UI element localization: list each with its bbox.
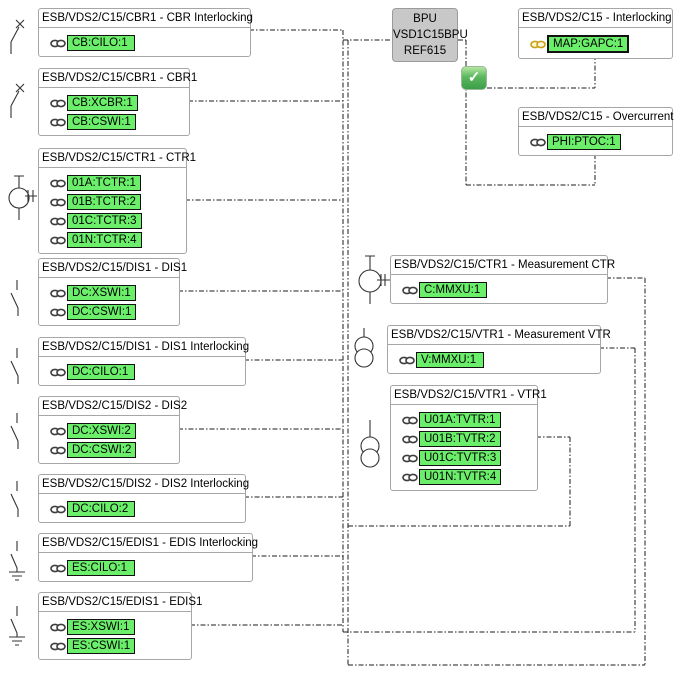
link-icon xyxy=(402,416,418,424)
function-box-title: ESB/VDS2/C15/VTR1 - Measurement VTR xyxy=(388,326,611,345)
device-product: REF615 xyxy=(403,45,447,57)
function-box-measurement-ctr[interactable]: ESB/VDS2/C15/CTR1 - Measurement CTR C:MM… xyxy=(390,255,615,304)
link-icon xyxy=(399,356,415,364)
link-icon xyxy=(402,473,418,481)
function-box-dis1-interlocking[interactable]: ESB/VDS2/C15/DIS1 - DIS1 Interlocking DC… xyxy=(38,337,249,386)
link-icon xyxy=(402,435,418,443)
logical-node-chip[interactable]: U01C:TVTR:3 xyxy=(419,450,502,466)
circuit-breaker-icon xyxy=(10,19,25,54)
function-box-overcurrent[interactable]: ESB/VDS2/C15 - Overcurrent PHI:PTOC:1 xyxy=(518,107,673,156)
function-box-title: ESB/VDS2/C15/CTR1 - Measurement CTR xyxy=(391,256,615,275)
function-box-title: ESB/VDS2/C15/EDIS1 - EDIS1 xyxy=(39,593,202,612)
circuit-breaker-icon xyxy=(10,83,25,118)
function-box-edis-interlocking[interactable]: ESB/VDS2/C15/EDIS1 - EDIS Interlocking E… xyxy=(38,533,258,582)
link-icon xyxy=(402,286,418,294)
function-box-cbr-interlocking[interactable]: ESB/VDS2/C15/CBR1 - CBR Interlocking CB:… xyxy=(38,8,253,57)
logical-node-chip[interactable]: 01B:TCTR:2 xyxy=(67,194,141,210)
disconnector-icon xyxy=(10,481,19,517)
logical-node-chip[interactable]: DC:XSWI:2 xyxy=(67,423,136,439)
disconnector-icon xyxy=(10,413,19,449)
logical-node-chip[interactable]: 01A:TCTR:1 xyxy=(67,175,141,191)
check-icon: ✓ xyxy=(461,66,487,90)
logical-node-chip[interactable]: PHI:PTOC:1 xyxy=(547,134,621,150)
link-icon xyxy=(50,99,66,107)
function-box-edis1[interactable]: ESB/VDS2/C15/EDIS1 - EDIS1 ES:XSWI:1 ES:… xyxy=(38,592,202,660)
logical-node-chip[interactable]: DC:CSWI:1 xyxy=(67,304,137,320)
link-icon xyxy=(50,217,66,225)
function-box-title: ESB/VDS2/C15/VTR1 - VTR1 xyxy=(391,386,547,405)
logical-node-chip[interactable]: MAP:GAPC:1 xyxy=(547,35,630,53)
function-box-dis2-interlocking[interactable]: ESB/VDS2/C15/DIS2 - DIS2 Interlocking DC… xyxy=(38,474,249,523)
function-box-cbr1[interactable]: ESB/VDS2/C15/CBR1 - CBR1 CB:XCBR:1 CB:CS… xyxy=(38,68,197,136)
logical-node-chip[interactable]: C:MMXU:1 xyxy=(419,282,487,298)
function-box-title: ESB/VDS2/C15/DIS2 - DIS2 xyxy=(39,397,187,416)
voltage-transformer-icon xyxy=(360,420,380,468)
logical-node-chip[interactable]: CB:CSWI:1 xyxy=(67,114,136,130)
disconnector-icon xyxy=(10,280,19,316)
earth-switch-icon xyxy=(9,541,25,581)
logical-node-chip[interactable]: CB:XCBR:1 xyxy=(67,95,138,111)
link-icon xyxy=(50,308,66,316)
link-icon xyxy=(50,564,66,572)
function-box-vtr1[interactable]: ESB/VDS2/C15/VTR1 - VTR1 U01A:TVTR:1 U01… xyxy=(390,385,547,491)
current-transformer-icon xyxy=(358,255,391,304)
link-icon xyxy=(50,368,66,376)
link-icon xyxy=(50,623,66,631)
link-icon xyxy=(50,236,66,244)
voltage-transformer-icon xyxy=(354,328,374,368)
link-icon xyxy=(530,138,546,146)
function-box-title: ESB/VDS2/C15/CBR1 - CBR1 xyxy=(39,69,197,88)
function-box-title: ESB/VDS2/C15/DIS2 - DIS2 Interlocking xyxy=(39,475,249,494)
logical-node-chip[interactable]: 01C:TCTR:3 xyxy=(67,213,142,229)
link-icon xyxy=(50,179,66,187)
link-icon xyxy=(50,198,66,206)
link-icon xyxy=(50,427,66,435)
logical-node-chip[interactable]: DC:CILO:1 xyxy=(67,364,135,380)
logical-node-chip[interactable]: V:MMXU:1 xyxy=(416,352,484,368)
function-box-ctr1[interactable]: ESB/VDS2/C15/CTR1 - CTR1 01A:TCTR:1 01B:… xyxy=(38,148,196,254)
disconnector-icon xyxy=(10,348,19,384)
logical-node-chip[interactable]: ES:CSWI:1 xyxy=(67,638,136,654)
link-icon-gold xyxy=(530,40,546,48)
device-type: BPU xyxy=(413,13,437,25)
function-box-measurement-vtr[interactable]: ESB/VDS2/C15/VTR1 - Measurement VTR V:MM… xyxy=(387,325,611,374)
logical-node-chip[interactable]: U01N:TVTR:4 xyxy=(419,469,502,485)
link-icon xyxy=(50,118,66,126)
device-name: VSD1C15BPU xyxy=(393,29,468,41)
link-icon xyxy=(50,642,66,650)
logical-node-chip[interactable]: DC:CSWI:2 xyxy=(67,442,137,458)
logical-node-chip[interactable]: DC:XSWI:1 xyxy=(67,285,136,301)
function-box-dis2[interactable]: ESB/VDS2/C15/DIS2 - DIS2 DC:XSWI:2 DC:CS… xyxy=(38,396,187,464)
link-icon xyxy=(50,289,66,297)
logical-node-chip[interactable]: 01N:TCTR:4 xyxy=(67,232,142,248)
link-icon xyxy=(402,454,418,462)
function-box-title: ESB/VDS2/C15 - Overcurrent xyxy=(519,108,673,127)
function-box-title: ESB/VDS2/C15/DIS1 - DIS1 Interlocking xyxy=(39,338,249,357)
function-box-title: ESB/VDS2/C15/DIS1 - DIS1 xyxy=(39,259,187,278)
ied-device-block[interactable]: BPU VSD1C15BPU REF615 xyxy=(392,8,468,62)
logical-node-chip[interactable]: U01A:TVTR:1 xyxy=(419,412,501,428)
function-box-title: ESB/VDS2/C15/CBR1 - CBR Interlocking xyxy=(39,9,253,28)
function-box-dis1[interactable]: ESB/VDS2/C15/DIS1 - DIS1 DC:XSWI:1 DC:CS… xyxy=(38,258,187,326)
function-box-title: ESB/VDS2/C15/EDIS1 - EDIS Interlocking xyxy=(39,534,258,553)
logical-node-chip[interactable]: CB:CILO:1 xyxy=(67,35,135,51)
link-icon xyxy=(50,446,66,454)
earth-switch-icon xyxy=(9,606,25,646)
connection-lines xyxy=(178,29,646,666)
function-box-title: ESB/VDS2/C15 - Interlocking xyxy=(519,9,672,28)
link-icon xyxy=(50,505,66,513)
current-transformer-icon xyxy=(8,175,37,220)
logical-node-chip[interactable]: ES:CILO:1 xyxy=(67,560,135,576)
logical-node-chip[interactable]: DC:CILO:2 xyxy=(67,501,135,517)
function-box-title: ESB/VDS2/C15/CTR1 - CTR1 xyxy=(39,149,196,168)
function-box-interlocking[interactable]: ESB/VDS2/C15 - Interlocking MAP:GAPC:1 xyxy=(518,8,673,59)
logical-node-chip[interactable]: U01B:TVTR:2 xyxy=(419,431,501,447)
link-icon xyxy=(50,39,66,47)
logical-node-chip[interactable]: ES:XSWI:1 xyxy=(67,619,135,635)
